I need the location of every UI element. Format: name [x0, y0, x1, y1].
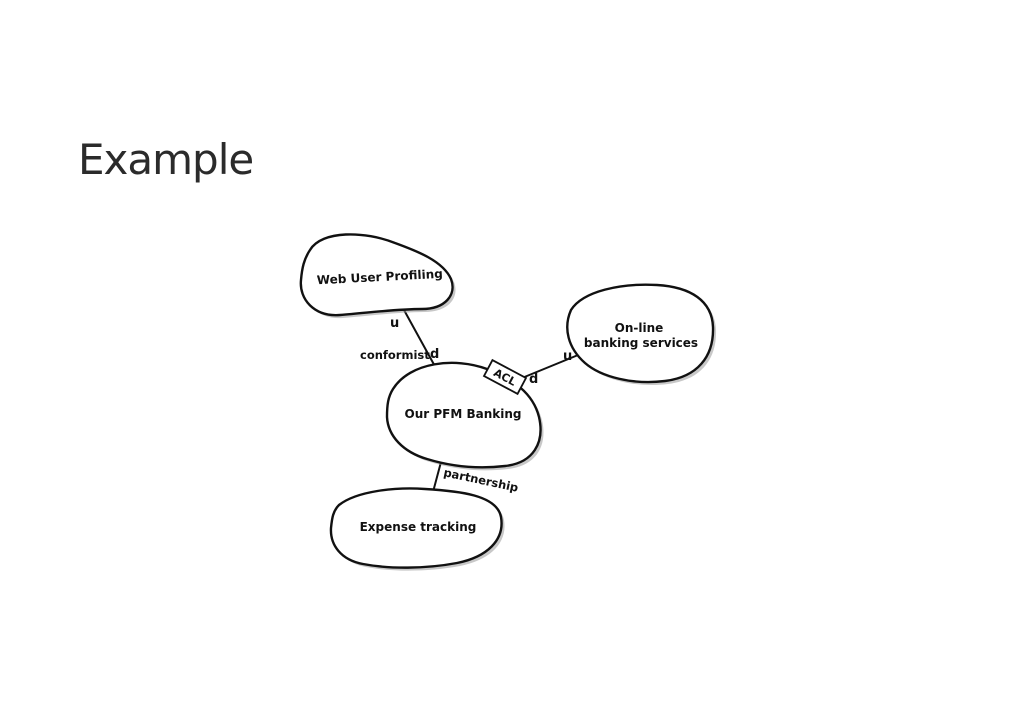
- acl-box-group: ACL: [482, 358, 528, 396]
- acl-link: [521, 352, 584, 379]
- conformist-label: conformist: [360, 348, 430, 362]
- pfm-banking-label: Our PFM Banking: [405, 407, 522, 421]
- expense-tracking-label: Expense tracking: [360, 520, 477, 534]
- upstream-marker-profiling: u: [390, 316, 399, 331]
- downstream-marker-profiling: d: [430, 347, 439, 362]
- web-user-profiling-context: Web User Profiling: [299, 233, 456, 319]
- conformist-link: [403, 309, 438, 371]
- expense-tracking-blob: [329, 487, 503, 569]
- online-banking-label-line2: banking services: [584, 336, 698, 350]
- online-banking-label-line1: On-line: [615, 321, 664, 335]
- online-banking-blob: [566, 283, 715, 384]
- acl-box: [482, 358, 528, 396]
- web-user-profiling-blob: [299, 233, 454, 317]
- downstream-marker-online: d: [529, 372, 538, 387]
- online-banking-context: On-line banking services: [566, 283, 717, 386]
- pfm-banking-context: Our PFM Banking: [385, 361, 544, 471]
- pfm-banking-blob: [385, 361, 542, 469]
- expense-tracking-context: Expense tracking: [329, 487, 505, 571]
- slide-title: Example: [78, 135, 254, 184]
- partnership-link: [432, 461, 442, 493]
- web-user-profiling-label: Web User Profiling: [316, 267, 443, 288]
- upstream-marker-online: u: [563, 349, 572, 364]
